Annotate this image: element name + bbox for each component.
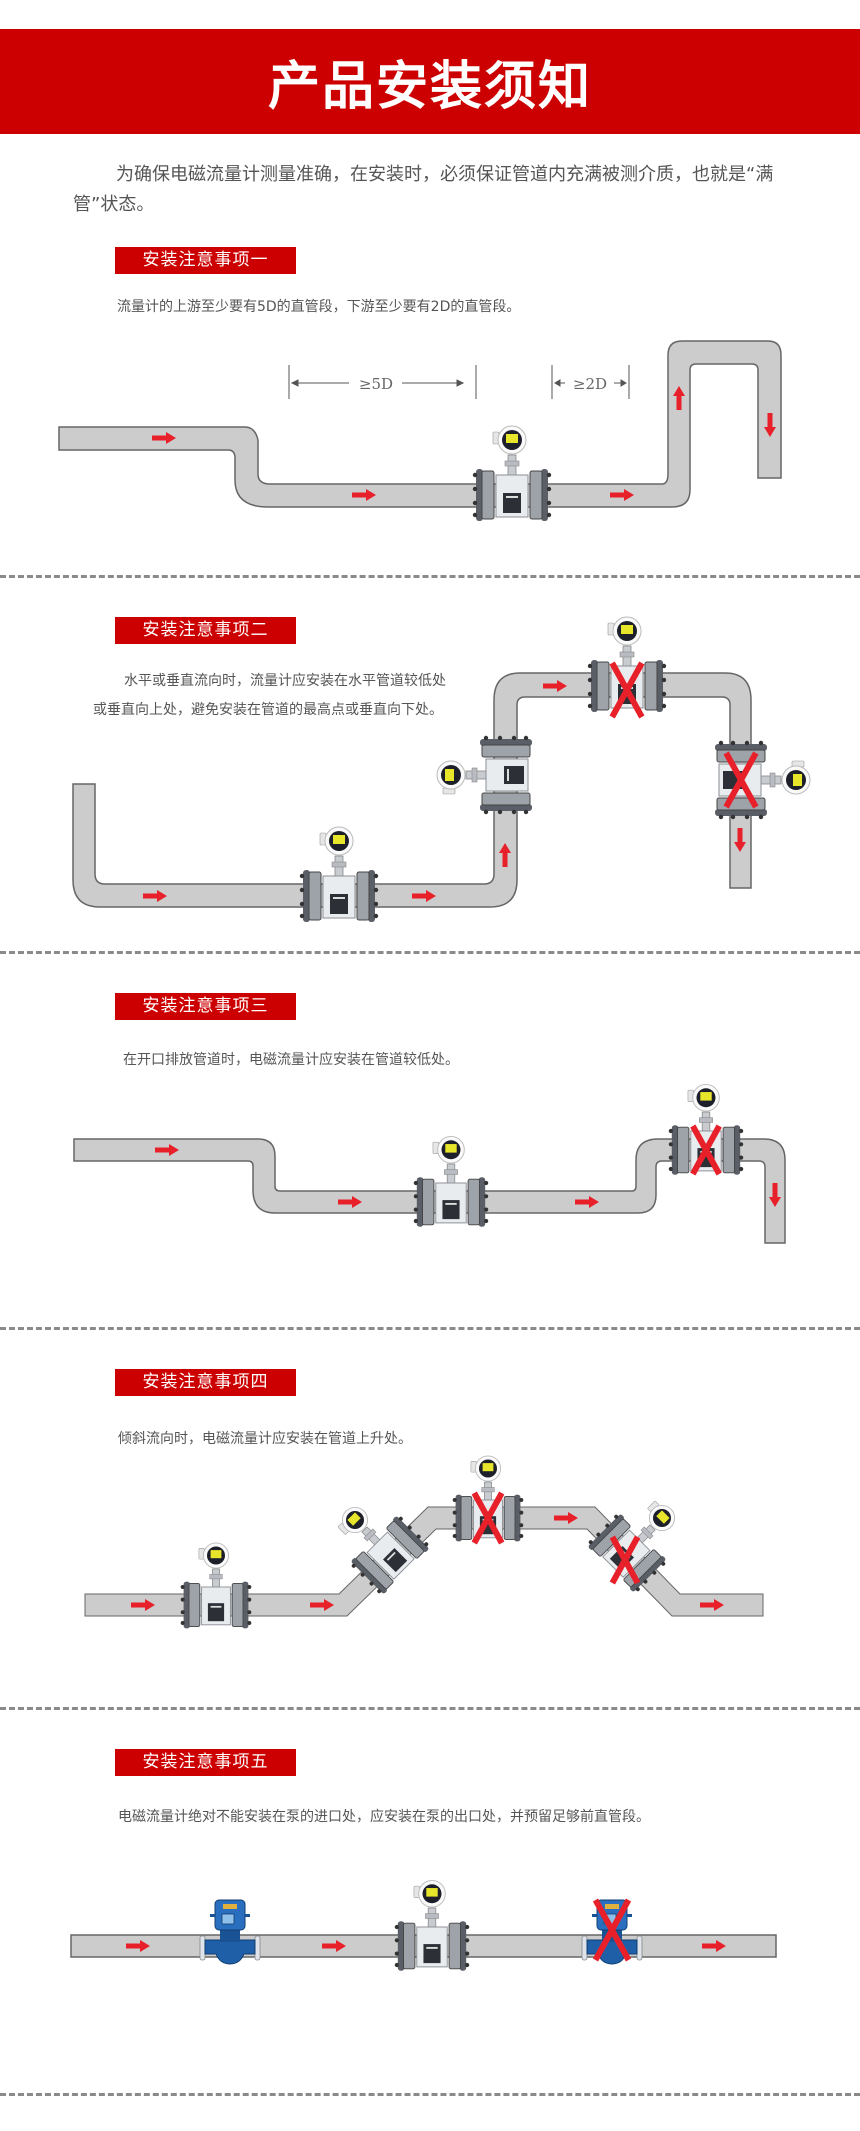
flowmeter-icon [394, 1879, 470, 1971]
diagram-2 [72, 616, 811, 922]
flowmeters-3 [413, 1083, 744, 1227]
flowmeter-icon [180, 1542, 252, 1629]
flowmeters-2 [299, 616, 811, 922]
diagram-1: ≥5D ≥2D [58, 340, 782, 521]
flowmeter-icon [587, 616, 667, 712]
red-x-icon [609, 661, 645, 719]
flow-arrow-icon [575, 1196, 599, 1208]
section-badge-1: 安装注意事项一 [115, 247, 296, 274]
red-x-icon [471, 1491, 505, 1545]
flowmeters-5 [394, 1879, 470, 1971]
section-text-5: 电磁流量计绝对不能安装在泵的进口处，应安装在泵的出口处，并预留足够前直管段。 [118, 1809, 650, 1825]
flow-arrow-icon [338, 1196, 362, 1208]
red-x-icon [592, 1898, 632, 1962]
section-text-3: 在开口排放管道时，电磁流量计应安装在管道较低处。 [123, 1052, 459, 1068]
flow-arrow-icon [143, 890, 167, 902]
pipe-1 [58, 340, 782, 508]
flow-arrow-icon [155, 1144, 179, 1156]
dimension-2d [551, 365, 630, 399]
red-x-icon [690, 1124, 722, 1176]
diagram-3 [73, 1083, 786, 1244]
flow-arrows-4 [131, 1512, 724, 1611]
flowmeters-4 [180, 1455, 676, 1629]
dimension-5d [288, 365, 477, 399]
section-badge-3: 安装注意事项三 [115, 993, 296, 1020]
flowmeter-icon [299, 826, 379, 922]
flow-arrow-icon [734, 828, 746, 852]
section-badge-4: 安装注意事项四 [115, 1369, 296, 1396]
flow-arrow-icon [322, 1940, 346, 1952]
flow-arrow-icon [352, 489, 376, 501]
section-badge-5: 安装注意事项五 [115, 1749, 296, 1776]
flow-arrow-icon [764, 413, 776, 437]
flow-arrow-icon [310, 1599, 334, 1611]
pumps-5 [199, 1898, 643, 1965]
intro-paragraph: 为确保电磁流量计测量准确，在安装时，必须保证管道内充满被测介质，也就是“满管”状… [73, 164, 774, 215]
section-badge-2: 安装注意事项二 [115, 617, 296, 644]
flow-arrow-icon [702, 1940, 726, 1952]
section-text-1: 流量计的上游至少要有5D的直管段，下游至少要有2D的直管段。 [117, 299, 521, 315]
section-text-4: 倾斜流向时，电磁流量计应安装在管道上升处。 [118, 1431, 412, 1447]
section-divider [0, 2093, 860, 2096]
dimension-5d-label: ≥5D [359, 375, 393, 393]
flow-arrow-icon [700, 1599, 724, 1611]
flow-arrows-2 [143, 680, 746, 902]
section-divider [0, 951, 860, 954]
flowmeters-1 [472, 425, 552, 521]
page-title: 产品安装须知 [267, 57, 592, 117]
diagram-4 [84, 1455, 764, 1629]
section-divider [0, 575, 860, 578]
flow-arrow-icon [152, 432, 176, 444]
flow-arrow-icon [610, 489, 634, 501]
flow-arrow-icon [554, 1512, 578, 1524]
dimension-2d-label: ≥2D [573, 375, 607, 393]
section-divider [0, 1327, 860, 1330]
flowmeter-icon [413, 1135, 489, 1227]
flow-arrow-icon [499, 843, 511, 867]
flow-arrow-icon [543, 680, 567, 692]
section-text-2: 水平或垂直流向时，流量计应安装在水平管道较低处或垂直向上处，避免安装在管道的最高… [93, 673, 446, 718]
flow-arrows-5 [126, 1940, 726, 1952]
flow-arrow-icon [126, 1940, 150, 1952]
flow-arrows-3 [155, 1144, 781, 1208]
flowmeter-icon [472, 425, 552, 521]
flow-arrow-icon [673, 386, 685, 410]
section-divider [0, 1707, 860, 1710]
flow-arrow-icon [769, 1183, 781, 1207]
flowmeter-icon [436, 735, 532, 815]
pump-icon [199, 1899, 261, 1965]
flowmeter-icon [337, 1506, 429, 1594]
pipe-2 [72, 672, 752, 908]
header-banner: 产品安装须知 [0, 29, 860, 134]
red-x-icon [609, 1535, 641, 1585]
flowmeter-icon [588, 1500, 676, 1592]
flow-arrow-icon [412, 890, 436, 902]
flow-arrows-1 [152, 386, 776, 501]
red-x-icon [723, 751, 759, 809]
flow-arrow-icon [131, 1599, 155, 1611]
pipe-4 [84, 1506, 764, 1617]
